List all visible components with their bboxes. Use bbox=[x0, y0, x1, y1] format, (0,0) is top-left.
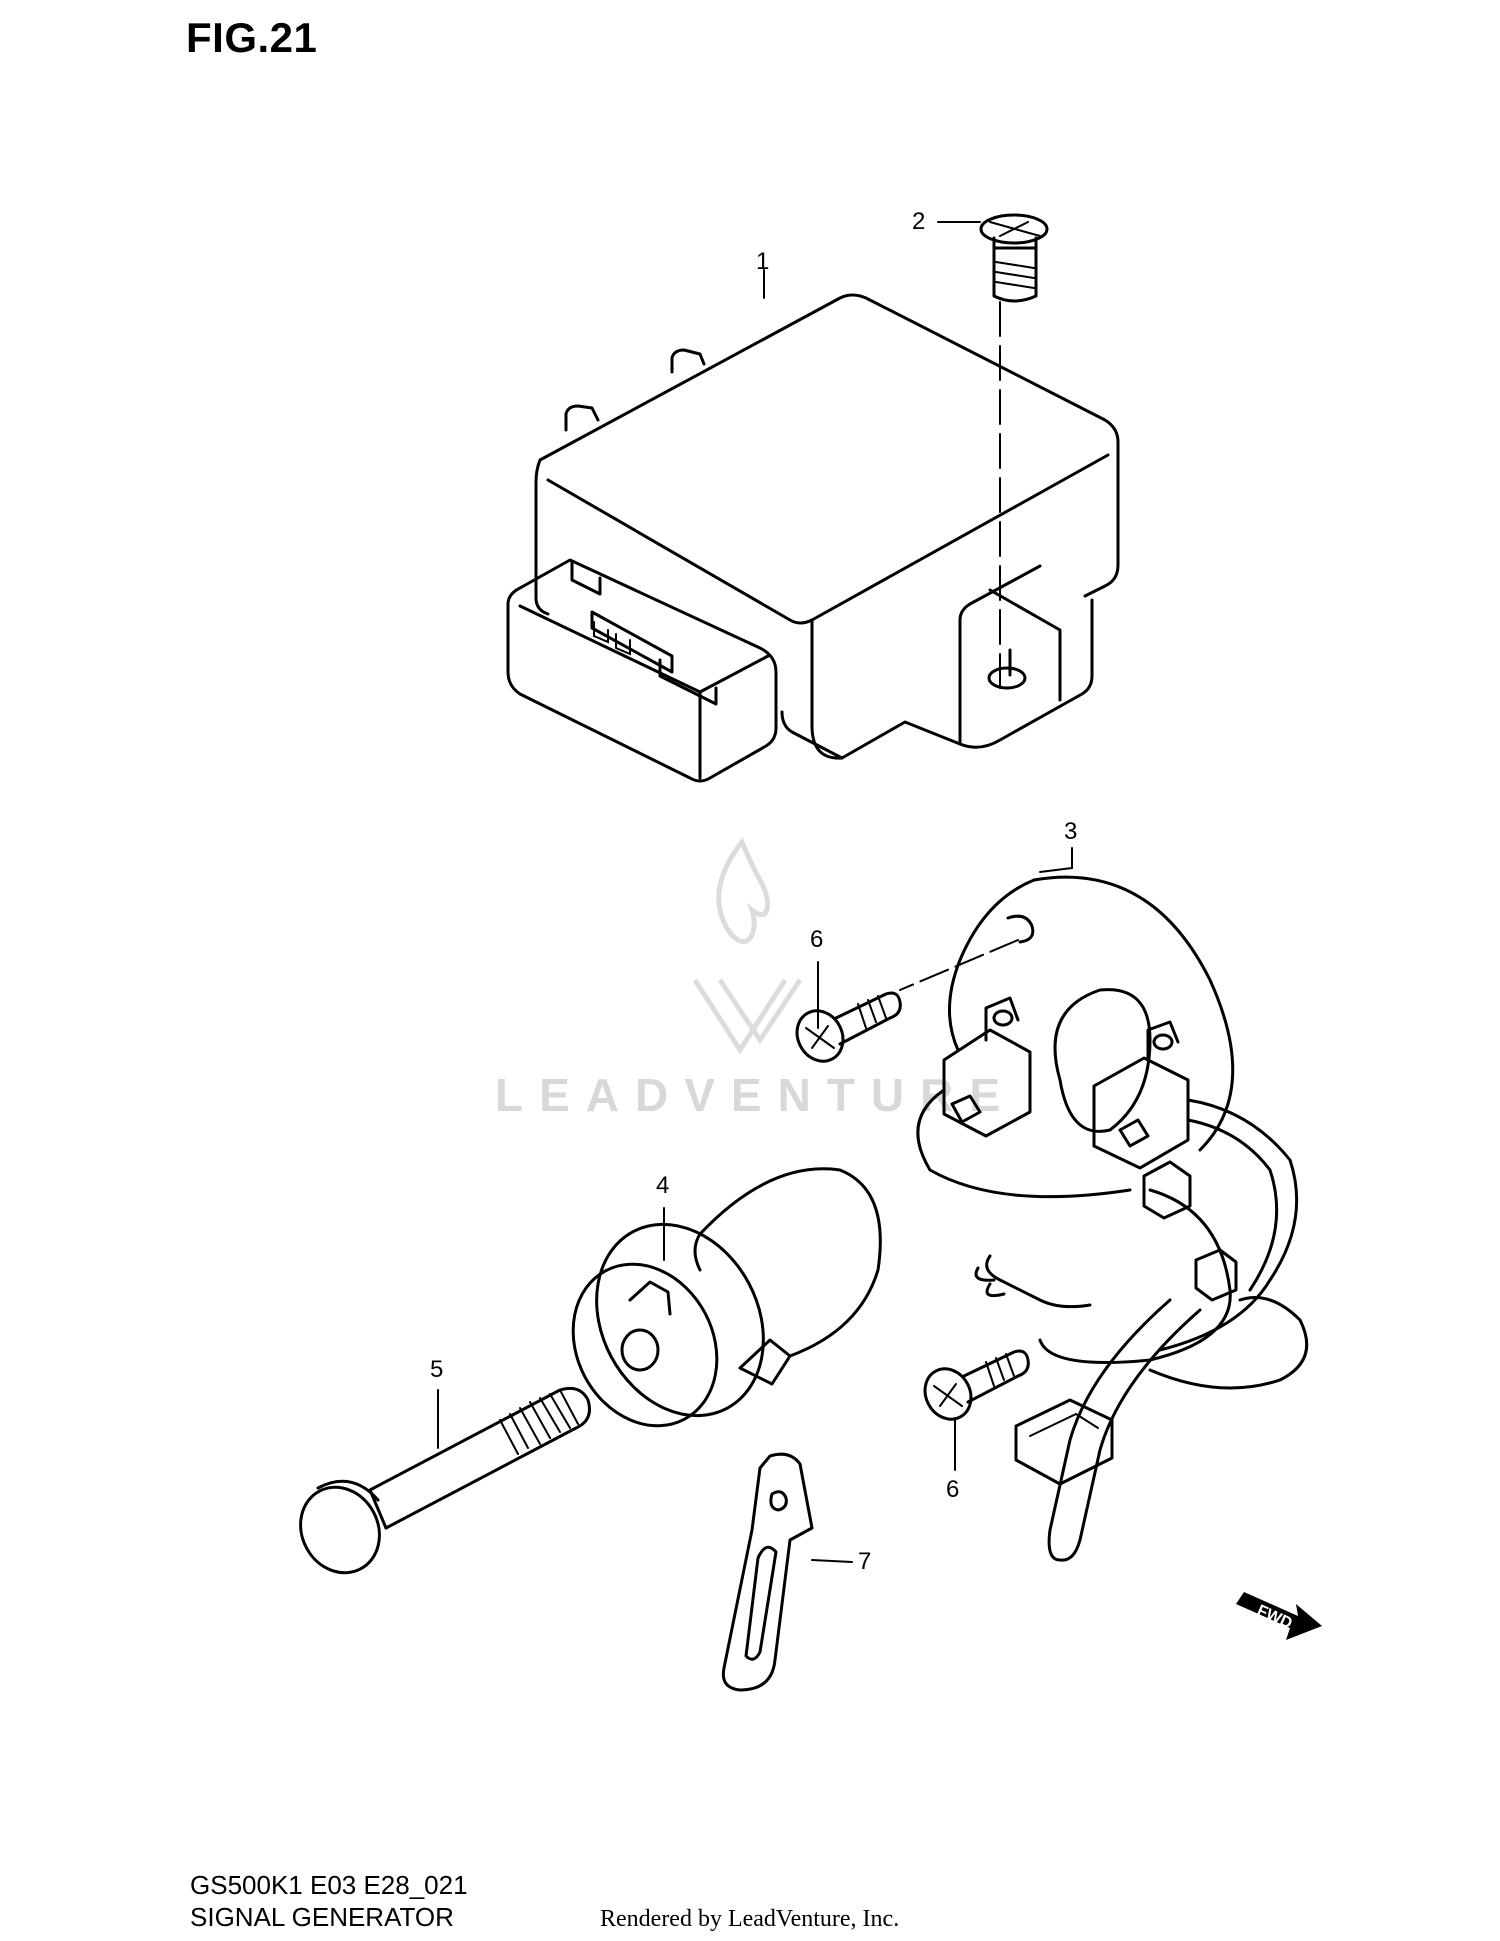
part-6-screw-upper bbox=[795, 991, 902, 1063]
part-3-signal-generator bbox=[899, 875, 1309, 1562]
part-5-bolt bbox=[299, 1386, 591, 1575]
callout-6-lower: 6 bbox=[946, 1476, 960, 1503]
watermark-text: LEADVENTURE bbox=[495, 1069, 1017, 1121]
figure-title: FIG.21 bbox=[186, 14, 318, 61]
callout-5: 5 bbox=[430, 1356, 444, 1383]
part-7-clamp bbox=[721, 1452, 814, 1692]
section-name: SIGNAL GENERATOR bbox=[190, 1902, 454, 1932]
fwd-arrow-icon: FWD bbox=[1236, 1592, 1322, 1640]
callout-3: 3 bbox=[1064, 818, 1078, 845]
callout-7: 7 bbox=[858, 1548, 872, 1575]
part-4-rotor bbox=[571, 1167, 882, 1428]
callout-4: 4 bbox=[656, 1172, 670, 1199]
callout-2: 2 bbox=[912, 208, 926, 235]
part-6-screw-lower bbox=[923, 1349, 1030, 1421]
model-code: GS500K1 E03 E28_021 bbox=[190, 1870, 468, 1900]
part-1-igniter-unit bbox=[506, 293, 1120, 783]
part-2-screw bbox=[979, 213, 1049, 691]
callout-6-upper: 6 bbox=[810, 926, 824, 953]
rendered-by-credit: Rendered by LeadVenture, Inc. bbox=[600, 1906, 900, 1932]
callout-1: 1 bbox=[756, 248, 770, 275]
